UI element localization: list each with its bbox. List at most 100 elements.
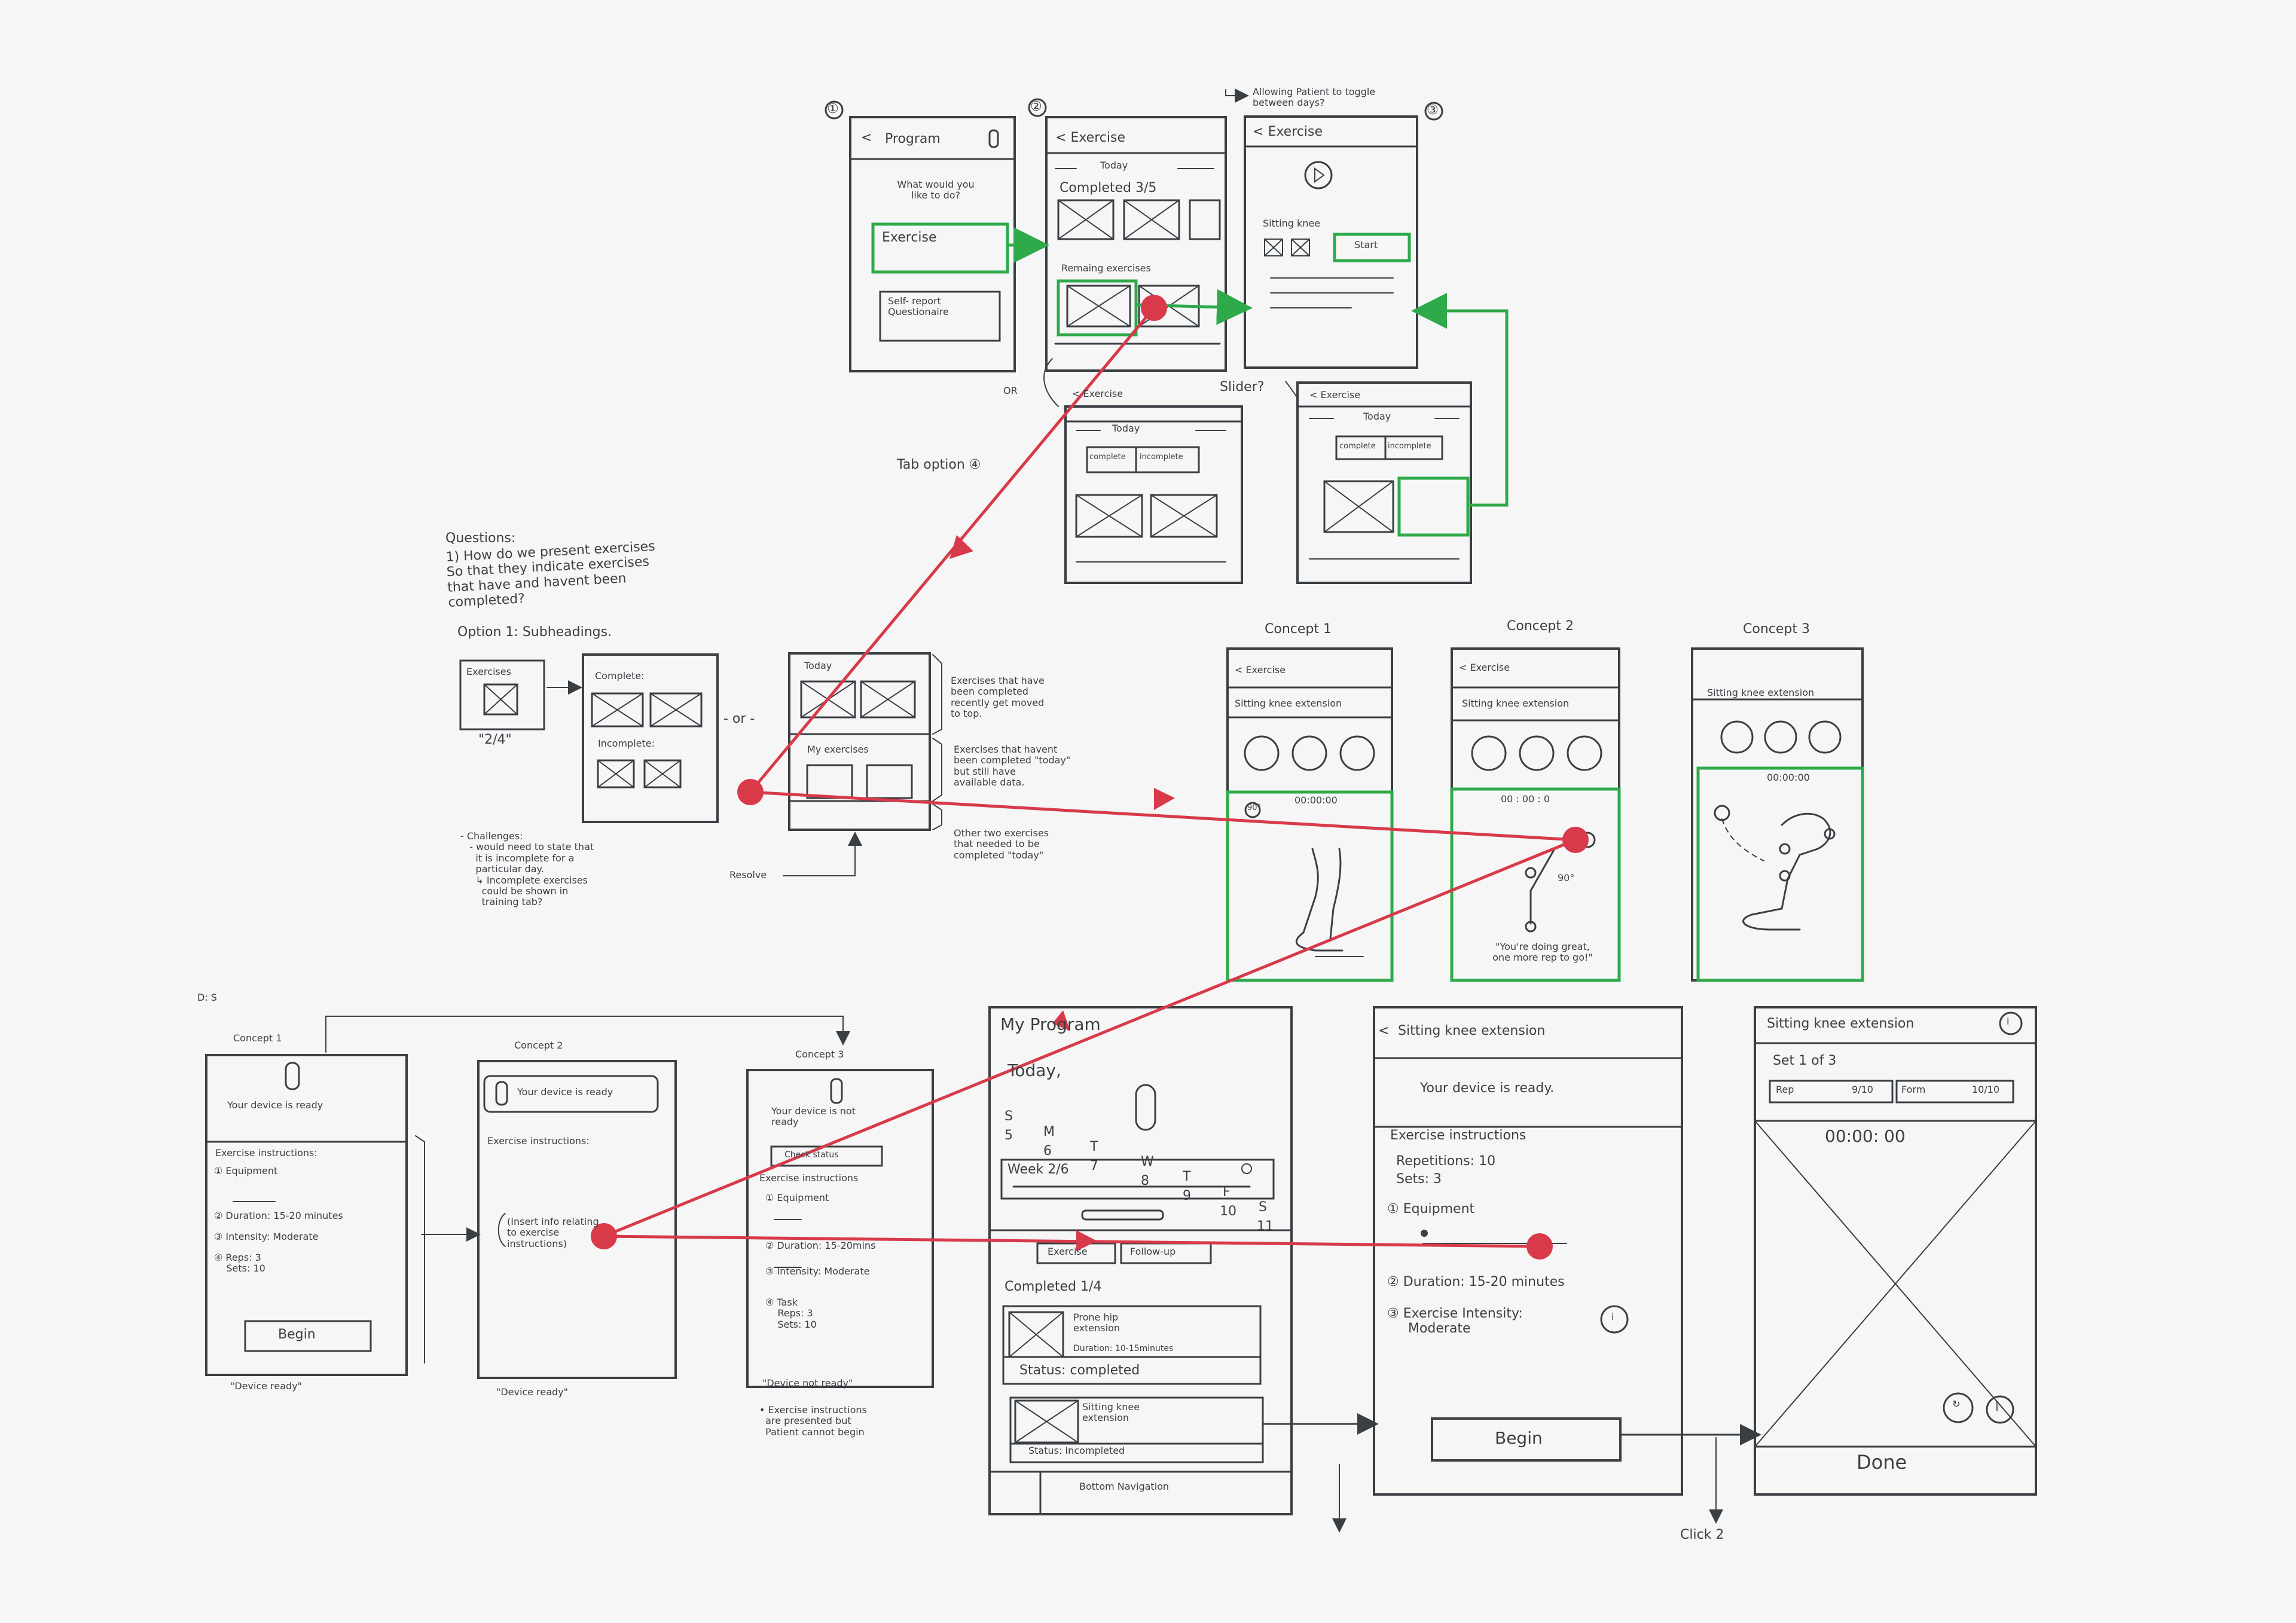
sk-back-icon[interactable]: < — [1378, 1023, 1390, 1038]
dc3-check-status-button[interactable]: Check status — [784, 1150, 839, 1160]
s5-tab-incomplete[interactable]: incomplete — [1388, 442, 1431, 451]
concept1-label: Concept 1 — [1265, 622, 1332, 637]
item2-name[interactable]: Sitting knee extension — [1082, 1401, 1140, 1424]
dc3-task: ④ Task Reps: 3 Sets: 10 — [765, 1297, 817, 1330]
s2-title[interactable]: < Exercise — [1055, 130, 1125, 145]
s1-prompt: What would you like to do? — [897, 179, 975, 201]
dc1-equipment: ① Equipment — [214, 1165, 278, 1176]
note-other: Other two exercises that needed to be co… — [954, 827, 1049, 861]
dc1-label: Concept 1 — [233, 1032, 282, 1044]
dc1-intensity: ③ Intensity: Moderate — [214, 1231, 319, 1242]
day-sat[interactable]: S — [1259, 1200, 1267, 1215]
s4-title-text: Exercise — [1083, 388, 1123, 399]
note-not-completed: Exercises that havent been completed "to… — [954, 744, 1071, 788]
step-1-label: ① — [827, 102, 839, 117]
c1-title: Sitting knee extension — [1235, 698, 1342, 709]
dc3-equipment: ① Equipment — [765, 1192, 829, 1203]
step-3-label: ③ — [1427, 103, 1439, 118]
click-note: Click 2 — [1680, 1527, 1724, 1542]
week-progress-label: Week 2/6 — [1007, 1162, 1069, 1177]
day-mon[interactable]: M — [1043, 1124, 1055, 1139]
option1-label: Option 1: Subheadings. — [457, 625, 612, 640]
c3-timer: 00:00:00 — [1767, 772, 1810, 783]
s5-tab-complete[interactable]: complete — [1339, 442, 1376, 451]
dc2-label: Concept 2 — [514, 1040, 563, 1051]
item1-name[interactable]: Prone hip extension — [1073, 1312, 1120, 1334]
sk-sets: Sets: 3 — [1396, 1172, 1442, 1187]
c2-back[interactable]: < Exercise — [1459, 662, 1510, 673]
replay-icon[interactable]: ↻ — [1952, 1398, 1961, 1410]
week-dates: 5 6 7 8 9 10 11 — [1004, 1113, 1274, 1234]
s2-today: Today — [1100, 160, 1128, 171]
s4-title[interactable]: < Exercise — [1072, 388, 1123, 399]
dc1-caption: "Device ready" — [230, 1380, 303, 1392]
day-sun[interactable]: S — [1004, 1109, 1013, 1124]
c2-message: "You're doing great, one more rep to go!… — [1492, 941, 1593, 964]
dc1-reps: ④ Reps: 3 Sets: 10 — [214, 1252, 265, 1274]
dc3-caption: "Device not ready" — [762, 1377, 853, 1389]
resolve-label: Resolve — [729, 869, 767, 881]
dc3-duration: ② Duration: 15-20mins — [765, 1240, 876, 1251]
program-title: My Program — [1000, 1014, 1101, 1034]
date-11[interactable]: 11 — [1257, 1219, 1274, 1234]
my-exercises-label: My exercises — [807, 744, 869, 755]
s4-tab-complete[interactable]: complete — [1089, 453, 1126, 461]
sk-repetitions: Repetitions: 10 — [1396, 1154, 1496, 1169]
pause-icon[interactable]: ‖ — [1995, 1399, 1999, 1411]
day-fri[interactable]: F — [1223, 1184, 1231, 1200]
c1-angle: 90° — [1247, 803, 1262, 812]
day-tue[interactable]: T — [1090, 1139, 1098, 1154]
exercises-count: "2/4" — [478, 732, 512, 747]
s1-self-report-button[interactable]: Self- report Questionaire — [888, 295, 949, 318]
s2-title-text: Exercise — [1070, 130, 1125, 145]
s4-tab-incomplete[interactable]: incomplete — [1140, 453, 1183, 461]
s3-start-button[interactable]: Start — [1354, 239, 1378, 250]
done-button[interactable]: Done — [1857, 1451, 1907, 1474]
c2-angle: 90° — [1558, 872, 1575, 884]
questions-heading: Questions: — [445, 531, 516, 546]
s3-title[interactable]: < Exercise — [1253, 124, 1323, 139]
dc3-status: Your device is not ready — [771, 1105, 856, 1128]
c3-title: Sitting knee extension — [1707, 687, 1815, 698]
slider-question: Slider? — [1220, 380, 1265, 395]
info-icon[interactable]: i — [1611, 1311, 1614, 1322]
s5-title[interactable]: < Exercise — [1309, 389, 1361, 401]
sk-status: Your device is ready. — [1420, 1081, 1555, 1096]
section-tag: D: S — [197, 992, 217, 1003]
day-wed[interactable]: W — [1141, 1154, 1154, 1170]
date-6[interactable]: 6 — [1043, 1143, 1052, 1159]
tab-option-label: Tab option ④ — [897, 457, 981, 472]
run-info-icon[interactable]: i — [2007, 1016, 2010, 1027]
date-5[interactable]: 5 — [1004, 1128, 1013, 1144]
s5-title-text: Exercise — [1320, 389, 1361, 401]
complete-label: Complete: — [595, 670, 645, 681]
c1-back[interactable]: < Exercise — [1235, 664, 1286, 676]
tab-exercise[interactable]: Exercise — [1048, 1246, 1088, 1257]
date-9[interactable]: 9 — [1183, 1188, 1191, 1204]
date-8[interactable]: 8 — [1141, 1173, 1149, 1189]
challenges-note: - Challenges: - would need to state that… — [460, 830, 594, 908]
note-moved: Exercises that have been completed recen… — [951, 675, 1045, 720]
rep-label: Rep — [1776, 1084, 1794, 1095]
date-10[interactable]: 10 — [1220, 1203, 1236, 1219]
sk-begin-button[interactable]: Begin — [1495, 1428, 1543, 1448]
form-label: Form — [1901, 1084, 1926, 1095]
dc2-caption: "Device ready" — [496, 1386, 569, 1398]
s3-item: Sitting knee — [1263, 218, 1321, 229]
dc1-begin-button[interactable]: Begin — [278, 1327, 316, 1342]
tab-followup[interactable]: Follow-up — [1130, 1246, 1176, 1257]
run-title: Sitting knee extension — [1767, 1016, 1915, 1031]
date-7[interactable]: 7 — [1090, 1158, 1098, 1173]
s1-exercise-button[interactable]: Exercise — [882, 230, 937, 245]
item1-duration: Duration: 10-15minutes — [1073, 1344, 1174, 1353]
dc2-insert: (Insert info relating to exercise instru… — [507, 1216, 599, 1249]
dc2-status: Your device is ready — [517, 1086, 613, 1098]
c2-timer: 00 : 00 : 0 — [1501, 793, 1550, 805]
item1-status: Status: completed — [1019, 1363, 1140, 1378]
bottom-navigation[interactable]: Bottom Navigation — [1079, 1481, 1170, 1492]
day-thu[interactable]: T — [1183, 1169, 1191, 1185]
program-completed: Completed 1/4 — [1004, 1279, 1102, 1294]
dc2-instructions: Exercise instructions: — [487, 1135, 590, 1147]
back-arrow-icon[interactable]: < — [861, 130, 872, 145]
